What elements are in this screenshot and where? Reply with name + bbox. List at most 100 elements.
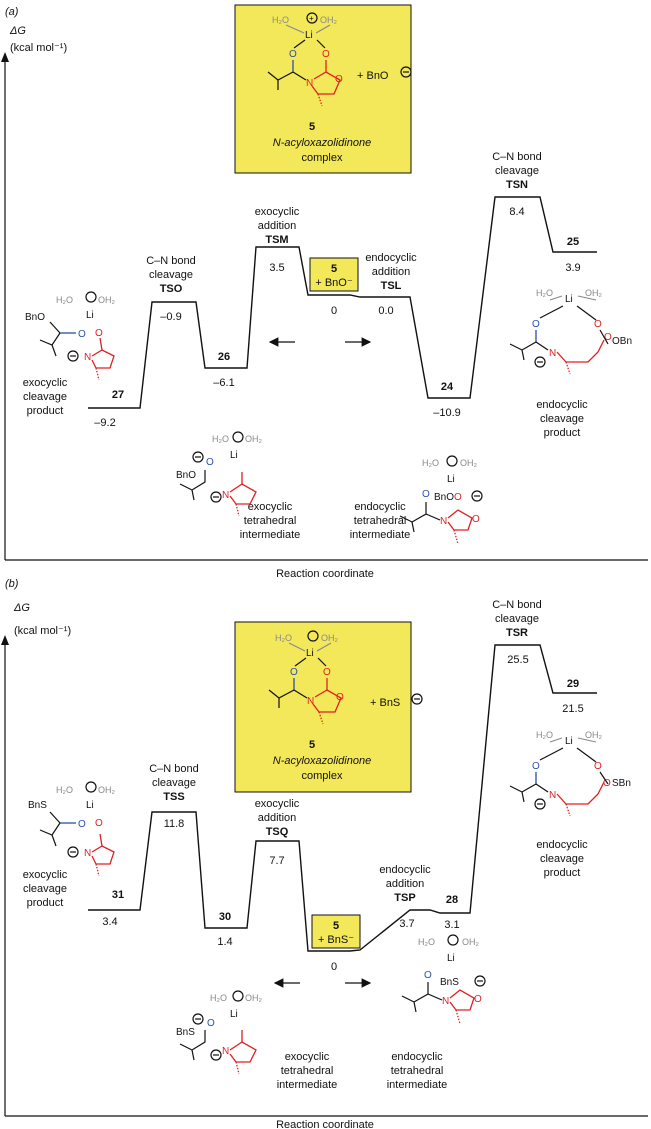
panel-a-energy-profile: [88, 196, 597, 409]
molecule-exo-tet-b: H₂O OH₂ Li O BnS N: [176, 990, 263, 1075]
svg-text:O: O: [335, 74, 343, 85]
value-31: 3.4: [102, 916, 117, 928]
tsr-desc2: cleavage: [495, 613, 539, 625]
svg-text:intermediate: intermediate: [350, 529, 411, 541]
value-TSR: 25.5: [507, 654, 528, 666]
state-31: 31: [112, 889, 124, 901]
center-a-value: 0: [331, 305, 337, 317]
svg-text:Li: Li: [447, 953, 455, 964]
state-TSO: TSO: [160, 283, 183, 295]
svg-text:O: O: [78, 329, 86, 340]
svg-text:H₂O: H₂O: [275, 633, 292, 643]
state-TSP: TSP: [394, 892, 415, 904]
molecule-exo-tet-a: H₂O OH₂ Li O BnO N: [176, 431, 263, 517]
tsn-desc1: C–N bond: [492, 151, 542, 163]
value-TSP: 3.7: [399, 918, 414, 930]
svg-text:BnO: BnO: [25, 312, 45, 323]
caption-b-endo-cleavage: endocyclic cleavage product: [536, 839, 588, 879]
svg-text:Li: Li: [565, 736, 573, 747]
svg-text:exocyclic: exocyclic: [23, 869, 68, 881]
svg-text:product: product: [544, 427, 581, 439]
svg-text:endocyclic: endocyclic: [536, 399, 588, 411]
svg-text:endocyclic: endocyclic: [536, 839, 588, 851]
svg-text:cleavage: cleavage: [540, 413, 584, 425]
svg-text:exocyclic: exocyclic: [23, 377, 68, 389]
svg-text:product: product: [27, 897, 64, 909]
svg-text:O: O: [532, 319, 540, 330]
svg-text:N: N: [84, 352, 91, 363]
svg-text:tetrahedral: tetrahedral: [354, 515, 407, 527]
svg-text:O: O: [594, 319, 602, 330]
svg-text:O: O: [289, 49, 297, 60]
caption-a-exo-cleavage: exocyclic cleavage product: [23, 377, 68, 417]
tsp-desc1: endocyclic: [379, 864, 431, 876]
caption-b-exo-tet: exocyclic tetrahedral intermediate: [277, 1051, 338, 1091]
svg-text:O: O: [472, 514, 480, 525]
panel-b-complex-box: [234, 621, 412, 793]
svg-text:BnO: BnO: [176, 470, 196, 481]
state-TSN: TSN: [506, 179, 528, 191]
tsq-desc1: exocyclic: [255, 798, 300, 810]
tsp-desc2: addition: [386, 878, 425, 890]
svg-text:tetrahedral: tetrahedral: [391, 1065, 444, 1077]
panel-b-complex-number: 5: [309, 739, 315, 751]
panel-a-y-arrowhead: [1, 52, 9, 62]
molecule-31: BnS H₂O OH₂ Li O O N: [28, 781, 116, 877]
molecule-endo-tet-b: H₂O OH₂ Li O BnS N O: [401, 934, 486, 1025]
value-TSL: 0.0: [378, 305, 393, 317]
value-26: –6.1: [213, 377, 234, 389]
svg-text:BnS: BnS: [28, 800, 47, 811]
state-TSS: TSS: [163, 791, 184, 803]
svg-text:OH₂: OH₂: [98, 295, 116, 305]
value-TSN: 8.4: [509, 206, 524, 218]
value-28: 3.1: [444, 919, 459, 931]
svg-text:H₂O: H₂O: [56, 295, 73, 305]
svg-text:intermediate: intermediate: [387, 1079, 448, 1091]
state-27: 27: [112, 389, 124, 401]
caption-a-exo-tet: exocyclic tetrahedral intermediate: [240, 501, 301, 541]
svg-text:N: N: [307, 696, 314, 707]
panel-b-nuc-charge: [411, 693, 423, 705]
panel-b-yunit: (kcal mol⁻¹): [14, 625, 71, 637]
center-b-num: 5: [333, 920, 339, 932]
molecule-25: H₂O OH₂ Li O O N O OBn: [509, 288, 632, 375]
tsq-desc2: addition: [258, 812, 297, 824]
svg-text:O: O: [454, 492, 462, 503]
svg-text:exocyclic: exocyclic: [248, 501, 293, 513]
svg-text:Li: Li: [86, 310, 94, 321]
svg-text:intermediate: intermediate: [240, 529, 301, 541]
svg-text:H₂O: H₂O: [212, 434, 229, 444]
state-TSR: TSR: [506, 627, 528, 639]
svg-text:O: O: [78, 819, 86, 830]
caption-a-endo-cleavage: endocyclic cleavage product: [536, 399, 588, 439]
svg-text:intermediate: intermediate: [277, 1079, 338, 1091]
svg-text:O: O: [95, 328, 103, 339]
panel-a-complex-molecule: H₂O OH₂ + Li O O N O: [267, 12, 343, 107]
panel-a-complex-box: [234, 4, 412, 174]
svg-text:OH₂: OH₂: [245, 434, 263, 444]
svg-text:O: O: [336, 692, 344, 703]
caption-a-endo-tet: endocyclic tetrahedral intermediate: [350, 501, 411, 541]
svg-text:SBn: SBn: [612, 778, 631, 789]
svg-text:O: O: [604, 332, 612, 343]
panel-a-yunit: (kcal mol⁻¹): [10, 42, 67, 54]
svg-text:product: product: [27, 405, 64, 417]
svg-text:Li: Li: [565, 294, 573, 305]
panel-a-complex-number: 5: [309, 121, 315, 133]
panel-a-nucleophile: + BnO: [357, 70, 389, 82]
svg-text:H₂O: H₂O: [536, 730, 553, 740]
svg-text:H₂O: H₂O: [422, 458, 439, 468]
state-TSM: TSM: [265, 234, 288, 246]
panel-b-tag: (b): [5, 578, 19, 590]
panel-b-xlabel: Reaction coordinate: [276, 1119, 374, 1129]
value-TSO: –0.9: [160, 311, 181, 323]
tso-desc2: cleavage: [149, 269, 193, 281]
tsr-desc1: C–N bond: [492, 599, 542, 611]
state-29: 29: [567, 678, 579, 690]
tsl-desc1: endocyclic: [365, 252, 417, 264]
svg-text:BnS: BnS: [440, 977, 459, 988]
tsl-desc2: addition: [372, 266, 411, 278]
svg-text:OH₂: OH₂: [585, 288, 603, 298]
svg-text:BnS: BnS: [176, 1027, 195, 1038]
svg-text:OH₂: OH₂: [460, 458, 478, 468]
